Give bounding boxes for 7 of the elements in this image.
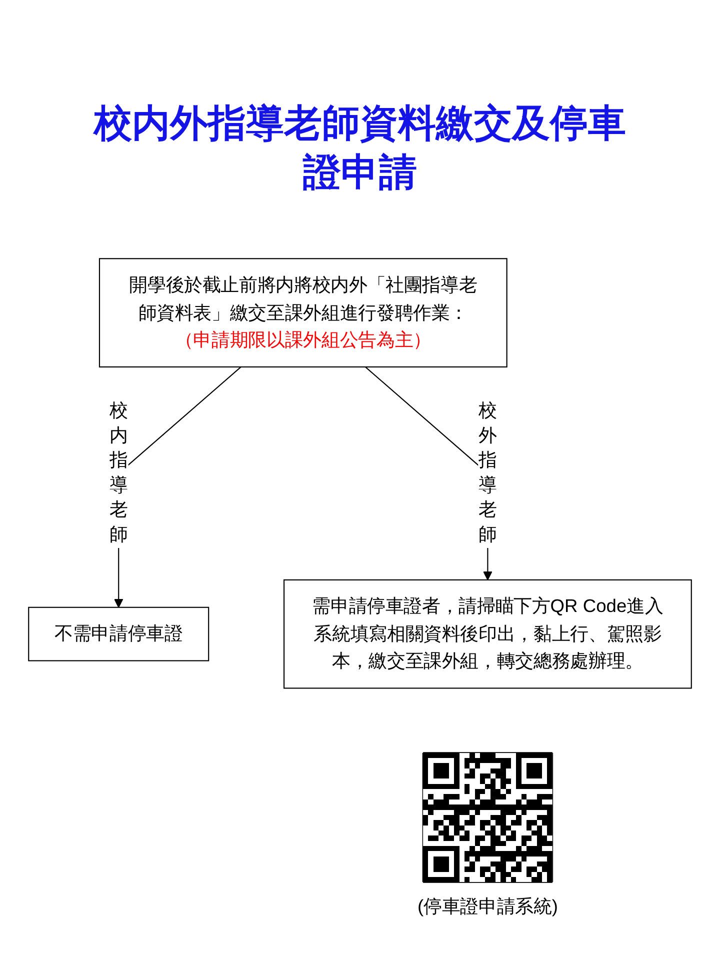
edge-label: 校内指導老師 [109,400,128,544]
node-label: (停車證申請系統) [417,896,558,917]
node-box: 需申請停車證者，請掃瞄下方QR Code進入系統填寫相關資料後印出，黏上行、駕照影本，繳交至課外組，轉交總務處辦理。 [283,579,692,689]
edge-label: 校外指導老師 [478,400,497,544]
node-box: 不需申請停車證 [28,606,210,662]
node-box: 開學後於截止前將内將校内外「社團指導老師資料表」繳交至課外組進行發聘作業： （申請期限以課外組公告為主） [98,258,508,368]
title: 校内外指導老師資料繳交及停車證申請 [92,102,627,196]
